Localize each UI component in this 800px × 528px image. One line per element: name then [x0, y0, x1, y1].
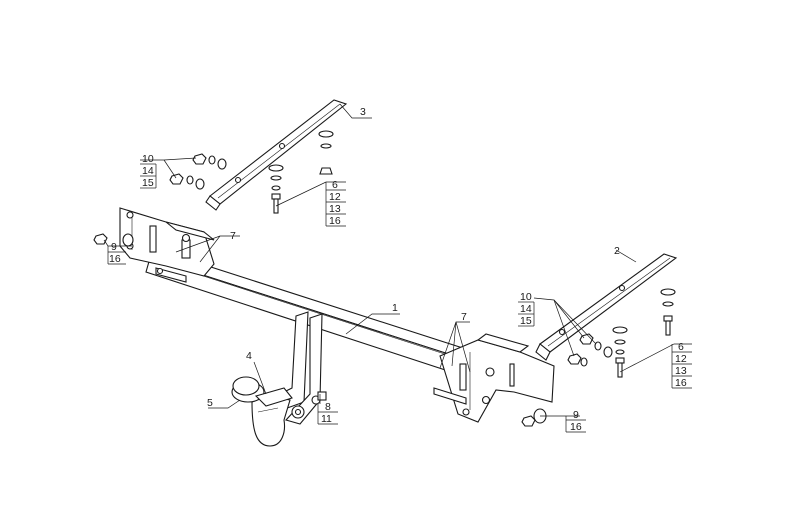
callout-14-left: 14: [142, 165, 154, 177]
callout-13-right: 13: [675, 365, 687, 377]
callout-labels: 1 2 3 4 5 6 12 13 16 6 12 13 16 7 7 8 11…: [109, 106, 687, 433]
callout-12-right: 12: [675, 353, 687, 365]
side-nut-washer-right: [521, 408, 547, 427]
callout-10-left: 10: [142, 153, 154, 165]
callout-12-left: 12: [329, 191, 341, 203]
left-mounting-bracket: [119, 207, 215, 283]
callout-6-right: 6: [678, 341, 684, 353]
callout-4: 4: [246, 350, 252, 362]
callout-13-left: 13: [329, 203, 341, 215]
callout-5: 5: [207, 397, 213, 409]
left-rail: [205, 99, 348, 211]
callout-16-right: 16: [675, 377, 687, 389]
callout-3: 3: [360, 106, 366, 118]
callout-7-right: 7: [461, 311, 467, 323]
callout-9-right: 9: [573, 409, 579, 421]
callout-9-left: 9: [111, 241, 117, 253]
callout-16-left: 16: [329, 215, 341, 227]
right-rail-fasteners: [567, 288, 676, 378]
callout-11: 11: [321, 413, 332, 425]
callout-6-left: 6: [332, 179, 338, 191]
label-boxes: [107, 163, 692, 433]
callout-8: 8: [325, 401, 331, 413]
callout-7-left: 7: [230, 230, 236, 242]
callout-2: 2: [614, 245, 620, 257]
right-mounting-bracket: [433, 333, 555, 423]
callout-16-left-side: 16: [109, 253, 121, 265]
leader-lines: [103, 103, 692, 417]
right-rail: [535, 253, 678, 361]
receiver-plates: [275, 311, 327, 425]
callout-10-right: 10: [520, 291, 532, 303]
tow-ball-assembly: [231, 376, 293, 447]
callout-14-right: 14: [520, 303, 532, 315]
callout-15-left: 15: [142, 177, 154, 189]
callout-16-right-side: 16: [570, 421, 582, 433]
callout-1: 1: [392, 302, 398, 314]
side-nut-washer-left: [93, 233, 134, 247]
callout-15-right: 15: [520, 315, 532, 327]
